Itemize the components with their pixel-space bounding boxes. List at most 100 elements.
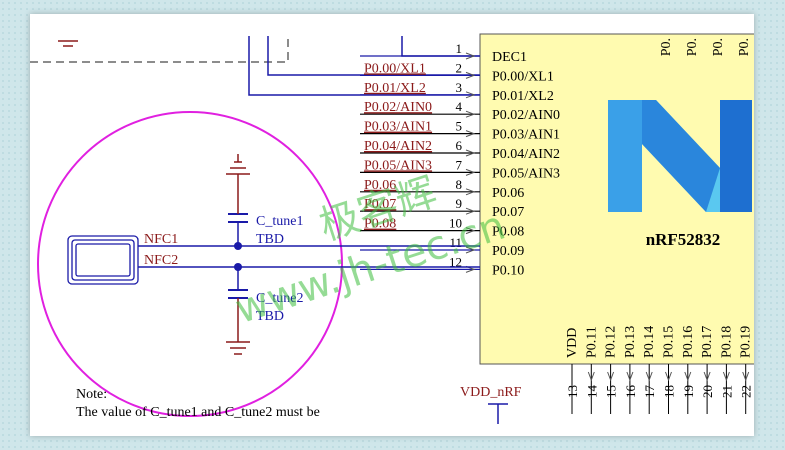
chip-top-pins: P0. P0. P0. P0. (659, 38, 752, 56)
note-title: Note: (76, 387, 107, 402)
chip-top-pin-label: P0. (737, 38, 752, 56)
pin-number: 7 (456, 157, 463, 172)
chip-pin-name: P0.09 (492, 244, 524, 259)
pin-number: 3 (456, 80, 463, 95)
chip-pin-name: P0.02/AIN0 (492, 108, 560, 123)
pin-net-label: P0.01/XL2 (364, 81, 426, 96)
pin-number: 4 (456, 99, 463, 114)
chip-pin-name: DEC1 (492, 50, 527, 65)
chip-top-pin-label: P0. (685, 38, 700, 56)
schematic-canvas: P0.P0.P0.P0. nRF52832 1DEC12P0.00/XL1P0.… (30, 33, 754, 424)
pin-arrow-icon (626, 371, 634, 382)
pin-arrow-icon (645, 371, 653, 382)
pin-net-label: P0.00/XL1 (364, 61, 426, 76)
chip-pin-name: P0.08 (492, 225, 524, 240)
pin-number: 9 (456, 196, 463, 211)
chip-top-pin-label: P0. (711, 38, 726, 56)
chip-pin-name: P0.10 (492, 263, 524, 278)
c-tune1-value: TBD (256, 232, 284, 247)
capacitor-c-tune1 (226, 154, 250, 246)
chip-pin-name: P0.05/AIN3 (492, 166, 560, 181)
pin-net-label: P0.08 (364, 217, 396, 232)
chip-bottom-pin-name: P0.12 (604, 326, 619, 358)
chip-pin-name: P0.06 (492, 186, 524, 201)
note-text: The value of C_tune1 and C_tune2 must be (76, 405, 320, 420)
c-tune2-ref: C_tune2 (256, 291, 303, 306)
pin-number: 22 (739, 385, 754, 398)
chip-pin-name: P0.00/XL1 (492, 69, 554, 84)
pin-arrow-icon (587, 371, 595, 382)
pin-net-label: P0.04/AIN2 (364, 139, 432, 154)
pin-arrow-icon (465, 227, 476, 235)
pin-net-label: P0.05/AIN3 (364, 158, 432, 173)
pin-arrow-icon (465, 110, 476, 118)
pin-arrow-icon (703, 371, 711, 382)
nfc-wires (138, 245, 480, 268)
pin-arrow-icon (607, 371, 615, 382)
c-tune1-ref: C_tune1 (256, 214, 303, 229)
pin-number: 10 (449, 216, 462, 231)
pin-arrow-icon (465, 188, 476, 196)
nfc-antenna-icon (67, 235, 139, 285)
chip-bottom-pins: VDD 13 P0.11 14 P0.12 15 P0.13 16 P0.14 17 P0.15 18… (565, 326, 754, 414)
pin-arrow-icon (465, 246, 476, 254)
pin-arrow-icon (665, 371, 672, 382)
pin-net-label: P0.06 (364, 178, 396, 193)
pin-arrow-icon (465, 207, 476, 215)
pin-number: 19 (681, 385, 696, 398)
chip-pin-name: P0.01/XL2 (492, 89, 554, 104)
pin-arrow-icon (465, 52, 476, 60)
nfc1-net-label: NFC1 (144, 232, 178, 247)
power-symbol (488, 403, 508, 424)
chip-bottom-pin-name: P0.16 (681, 326, 696, 358)
pin-net-label: P0.03/AIN1 (364, 120, 432, 135)
chip-bottom-pin-name: P0.11 (584, 326, 599, 358)
chip-bottom-pin-name: VDD (565, 328, 580, 358)
ground-symbol-top (58, 40, 78, 47)
chip-bottom-pin-name: P0.17 (700, 326, 715, 358)
power-net-label: VDD_nRF (460, 385, 522, 400)
chip-left-pins: 1DEC12P0.00/XL1P0.00/XL13P0.01/XL2P0.01/… (360, 41, 560, 278)
chip-bottom-pin-name: P0.13 (623, 326, 638, 358)
dashed-boundary (30, 36, 289, 63)
pin-number: 16 (623, 385, 638, 399)
pin-arrow-icon (465, 130, 476, 138)
chip-bottom-pin-name: P0.18 (719, 326, 734, 358)
pin-number: 20 (700, 385, 715, 398)
nordic-logo (608, 100, 752, 212)
pin-number: 13 (565, 385, 580, 398)
chip-bottom-pin-name: P0.19 (739, 326, 754, 358)
pin-net-label: P0.02/AIN0 (364, 100, 432, 115)
nfc2-net-label: NFC2 (144, 253, 178, 268)
chip-pin-name: P0.04/AIN2 (492, 147, 560, 162)
pin-arrow-icon (465, 149, 476, 157)
pin-number: 18 (662, 385, 677, 398)
pin-net-label: P0.07 (364, 197, 396, 212)
pin-number: 6 (456, 138, 463, 153)
chip-bottom-pin-name: P0.14 (642, 326, 657, 358)
chip-pin-name: P0.03/AIN1 (492, 128, 560, 143)
pin-number: 14 (584, 385, 599, 399)
pin-arrow-icon (684, 371, 692, 382)
pin-number: 8 (456, 177, 463, 192)
nfc-highlight-circle (37, 111, 343, 417)
pin-arrow-icon (465, 168, 476, 176)
chip-bottom-pin-name: P0.15 (662, 326, 677, 358)
chip-pin-name: P0.07 (492, 205, 524, 220)
chip-name: nRF52832 (646, 230, 721, 249)
pin-number: 21 (719, 385, 734, 398)
pin-number: 17 (642, 385, 657, 399)
pin-number: 1 (456, 41, 463, 56)
pin-arrow-icon (742, 371, 750, 382)
capacitor-c-tune2 (226, 267, 250, 355)
pin-arrow-icon (465, 71, 476, 79)
pin-arrow-icon (722, 371, 730, 382)
chip-top-pin-label: P0. (659, 38, 674, 56)
pin-number: 15 (604, 385, 619, 398)
pin-number: 2 (456, 60, 463, 75)
pin-number: 12 (449, 254, 462, 269)
pin-arrow-icon (465, 91, 476, 99)
c-tune2-value: TBD (256, 309, 284, 324)
pin-number: 5 (456, 119, 463, 134)
